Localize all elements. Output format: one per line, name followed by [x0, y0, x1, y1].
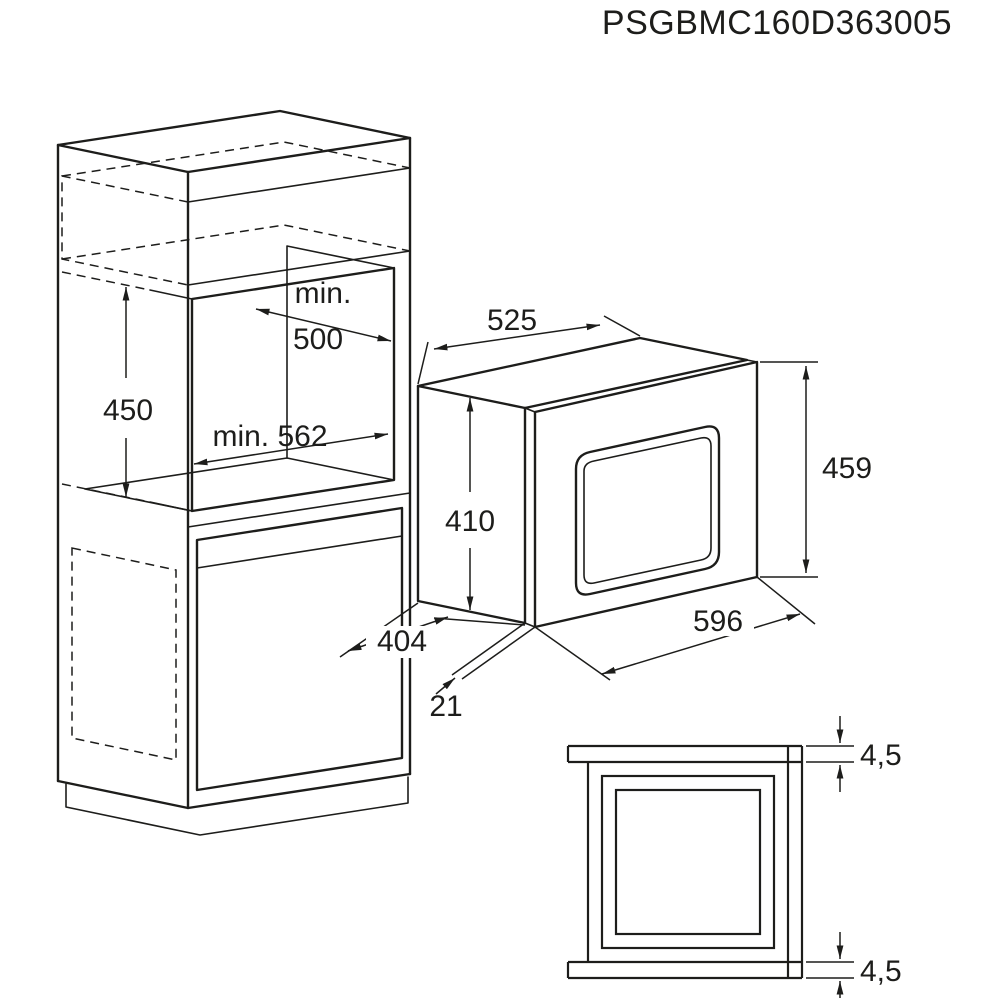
overlap-top-value: 4,5	[860, 739, 902, 772]
door-protrusion-value: 21	[429, 690, 462, 723]
overlap-bottom-value: 4,5	[860, 955, 902, 988]
dimension-appliance-depth: 404	[339, 602, 526, 658]
body-height-value: 410	[445, 505, 495, 538]
dimension-body-height: 410	[445, 398, 495, 610]
dimension-niche-height: 450	[103, 287, 153, 497]
niche-depth-value: 500	[293, 323, 343, 356]
niche-height-value: 450	[103, 394, 153, 427]
dimension-frame-height: 459	[760, 361, 872, 578]
appliance-depth-value: 404	[377, 625, 427, 658]
frame-detail-view: 4,5 4,5	[566, 716, 902, 998]
dimension-niche-width: min. 562	[193, 420, 389, 466]
dimension-appliance-width: 525	[417, 304, 641, 385]
dimension-overlap-bottom: 4,5	[806, 932, 902, 998]
appliance-width-value: 525	[487, 304, 537, 337]
niche-depth-min-label: min.	[295, 277, 352, 310]
frame-width-value: 596	[693, 605, 743, 638]
microwave-drawing	[416, 336, 759, 629]
dimension-frame-width: 596	[534, 576, 816, 681]
dimension-niche-depth: min. 500	[255, 277, 392, 356]
frame-height-value: 459	[822, 452, 872, 485]
part-number: PSGBMC160D363005	[602, 4, 952, 42]
dimension-door-protrusion: 21	[429, 622, 536, 723]
cabinet-drawing	[56, 109, 412, 836]
dimension-overlap-top: 4,5	[806, 716, 902, 792]
hidden-lines	[61, 141, 411, 761]
niche-width-value: min. 562	[212, 420, 327, 453]
